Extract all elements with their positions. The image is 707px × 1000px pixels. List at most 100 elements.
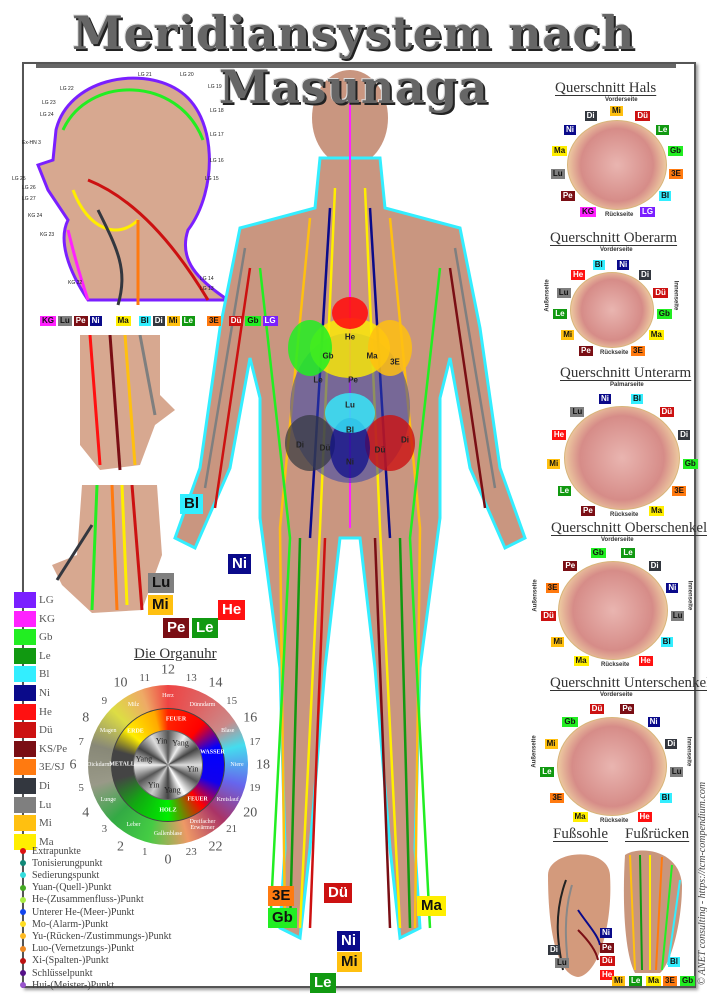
head-point-label: LG 24 [40, 112, 54, 118]
section-tag-lu: Lu [670, 610, 685, 621]
section-tag-pe: Pe [579, 345, 593, 356]
legend-swatch [14, 685, 36, 701]
section-tag-bl: Bl [592, 259, 605, 270]
head-point-label: LG 16 [210, 158, 224, 164]
section-tag-dü: Dü [635, 111, 651, 122]
section-front-label: Vorderseite [605, 97, 638, 103]
torso-organ-label: 3E [390, 357, 400, 367]
body-meridian-illustration [173, 70, 527, 941]
head-point-label: KG 23 [40, 232, 55, 238]
point-dot-icon [20, 872, 26, 879]
point-legend-item: He-(Zusammenfluss-)Punkt [20, 894, 144, 906]
section-tag-ma: Ma [573, 655, 589, 666]
head-point-label: LG 25 [12, 176, 26, 182]
clock-organ-label: Dickdarm [87, 762, 111, 768]
legend-item-mi: Mi [14, 814, 52, 832]
section-back-label: Rückseite [610, 512, 639, 519]
head-point-label: LG 20 [180, 72, 194, 78]
point-legend-item: Yuan-(Quell-)Punkt [20, 882, 111, 894]
legend-item-ma: Ma [14, 833, 54, 851]
section-tag-lu: Lu [669, 766, 684, 777]
body-tag-3e: 3E [268, 886, 295, 906]
head-point-label: LG 22 [60, 86, 74, 92]
head-point-label: Ex-HN 3 [22, 140, 41, 146]
point-legend-label: Tonisierungpunkt [32, 857, 103, 869]
cross-section-title: Querschnitt Oberarm [550, 230, 678, 246]
section-tag-lg: LG [640, 206, 656, 217]
clock-hour-5: 5 [78, 782, 84, 795]
point-dot-icon [20, 896, 26, 903]
point-dot-icon [20, 982, 26, 989]
foot-top-tag: Le [629, 976, 643, 986]
clock-organ-label: Gallenblase [153, 831, 183, 837]
head-tag: Gb [245, 316, 261, 326]
point-legend-item: Sedierungspunkt [20, 869, 99, 881]
body-tag-mi: Mi [337, 952, 362, 972]
clock-hour-19: 19 [249, 782, 261, 795]
clock-hour-10: 10 [113, 675, 128, 691]
clock-element-label: HOLZ [159, 807, 177, 814]
section-tag-le: Le [540, 766, 554, 777]
section-tag-pe: Pe [620, 704, 635, 715]
legend-label: KS/Pe [39, 742, 68, 755]
section-tag-3e: 3E [669, 169, 683, 180]
head-tag: KG [40, 316, 56, 326]
torso-organ-label: Bl [346, 425, 354, 435]
legend-swatch [14, 592, 36, 608]
legend-swatch [14, 629, 36, 646]
point-legend-label: Schlüsselpunkt [32, 967, 93, 979]
section-front-label: Vorderseite [601, 537, 634, 543]
head-tag: Dü [228, 316, 244, 326]
section-tag-di: Di [678, 430, 691, 441]
section-back-label: Rückseite [601, 661, 630, 668]
legend-swatch [14, 796, 36, 813]
section-tag-3e: 3E [672, 486, 686, 497]
cross-section-diagram [567, 120, 667, 210]
point-dot-icon [20, 848, 26, 854]
section-back-label: Rückseite [600, 817, 629, 824]
clock-hour-4: 4 [82, 805, 90, 820]
body-tag-dü: Dü [324, 883, 352, 903]
section-tag-kg: KG [580, 206, 596, 217]
copyright-notice: © ANET consulting - https://tcm-compendi… [697, 781, 707, 985]
legend-item-di: Di [14, 777, 50, 795]
clock-organ-label: Magen [99, 727, 117, 734]
section-tag-mi: Mi [551, 636, 565, 647]
point-legend-item: Luo-(Vernetzungs-)Punkt [20, 943, 134, 955]
section-tag-pe: Pe [560, 190, 575, 201]
section-tag-mi: Mi [544, 739, 558, 750]
legend-label: KG [39, 612, 55, 625]
point-legend-item: Schlüsselpunkt [20, 967, 93, 979]
section-tag-lu: Lu [570, 406, 585, 417]
clock-hour-13: 13 [185, 672, 197, 685]
clock-element-label: FEUER [187, 796, 208, 803]
head-tag: Lu [58, 316, 72, 326]
section-tag-mi: Mi [561, 330, 575, 341]
legend-item-kg: KG [14, 610, 55, 628]
legend-item-gb: Gb [14, 628, 52, 646]
legend-item-le: Le [14, 647, 51, 665]
foot-top-tag: Mi [612, 976, 625, 986]
section-outer-label: Außenseite [532, 579, 539, 612]
yin-yang-ring [133, 730, 203, 800]
legend-label: Ni [39, 687, 50, 699]
head-point-label: LG 18 [210, 108, 224, 114]
foot-sole-title: Fußsohle [553, 826, 609, 842]
clock-yin-yang-label: Yang [172, 738, 189, 748]
section-tag-3e: 3E [631, 345, 645, 356]
section-tag-gb: Gb [562, 716, 578, 727]
section-tag-bl: Bl [660, 636, 673, 647]
point-dot-icon [20, 933, 26, 940]
legend-swatch [14, 833, 36, 850]
head-tag: LG [262, 316, 278, 326]
clock-organ-label: Kreislauf [216, 796, 239, 803]
section-front-label: Palmarseite [610, 382, 644, 388]
section-tag-ni: Ni [564, 125, 577, 136]
section-tag-ma: Ma [649, 506, 665, 516]
point-legend-label: Yuan-(Quell-)Punkt [32, 882, 112, 894]
section-tag-ni: Ni [598, 393, 611, 404]
point-legend-label: Xi-(Spalten-)Punkt [32, 955, 109, 967]
legend-swatch [14, 666, 36, 683]
head-point-label: LG 19 [208, 84, 222, 90]
head-point-label: LG 23 [42, 100, 56, 106]
